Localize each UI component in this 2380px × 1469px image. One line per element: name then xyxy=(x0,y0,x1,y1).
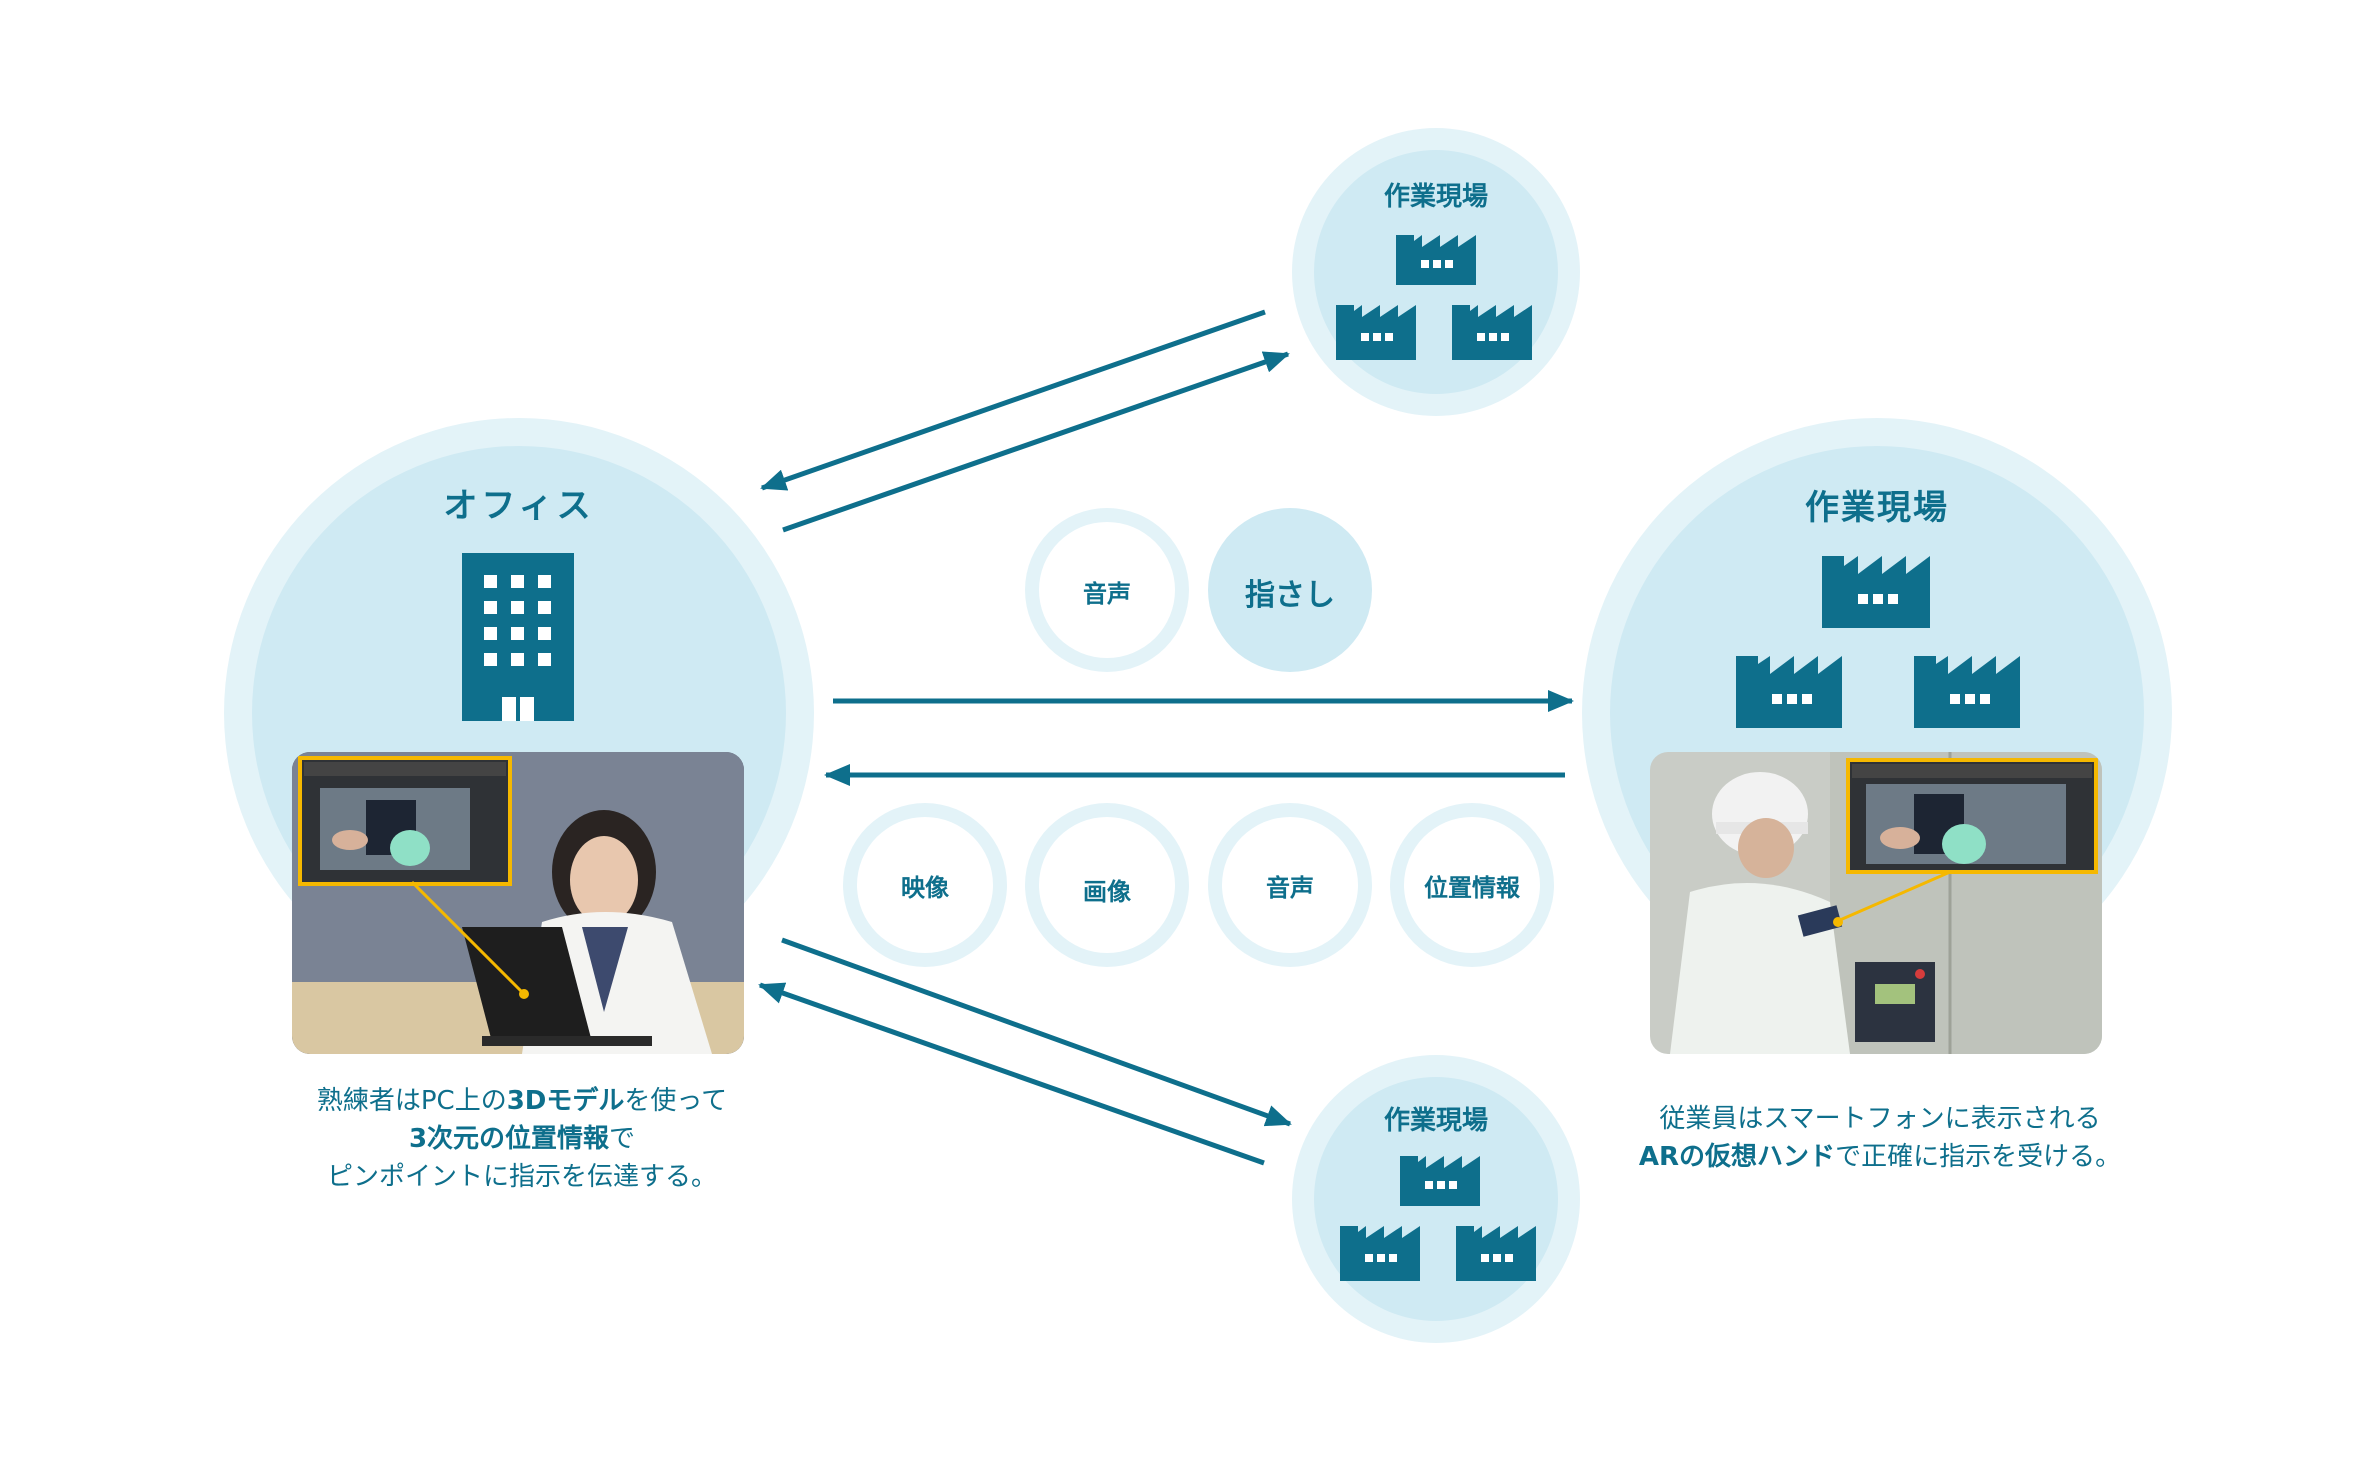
arrow-office-to-bottom xyxy=(781,937,1292,1127)
pill-label: 位置情報 xyxy=(1424,874,1520,902)
pill-location xyxy=(1390,803,1554,967)
pill-voice-lower xyxy=(1208,803,1372,967)
office-building-icon xyxy=(462,553,574,721)
pill-label: 指さし xyxy=(1245,578,1335,613)
site-top-title: 作業現場 xyxy=(1383,182,1488,212)
caption-text: 従業員はスマートフォンに表示される xyxy=(1659,1104,2101,1134)
pill-label: 映像 xyxy=(901,874,949,902)
office-caption: 熟練者はPC上の3Dモデルを使って 3次元の位置情報で ピンポイントに指示を伝達… xyxy=(222,1082,822,1196)
factory-icon xyxy=(1734,552,2024,732)
site-bottom-title: 作業現場 xyxy=(1383,1106,1488,1136)
caption-emphasis: ARの仮想ハンド xyxy=(1638,1142,1836,1172)
pill-pointing xyxy=(1208,508,1372,672)
arrow-bottom-to-office xyxy=(758,982,1265,1166)
pill-voice-upper xyxy=(1025,508,1189,672)
pill-label: 音声 xyxy=(1266,874,1314,902)
site-main-title: 作業現場 xyxy=(1805,488,1949,528)
pill-label: 音声 xyxy=(1083,580,1131,608)
arrow-office-to-top xyxy=(782,351,1290,533)
caption-text: ピンポイントに指示を伝達する。 xyxy=(326,1162,717,1192)
arrow-top-to-office xyxy=(760,309,1266,491)
caption-text: で正確に指示を受ける。 xyxy=(1835,1142,2122,1172)
pill-video xyxy=(843,803,1007,967)
site-photo xyxy=(1650,752,2102,1054)
caption-text: で xyxy=(609,1124,636,1154)
site-caption: 従業員はスマートフォンに表示される ARの仮想ハンドで正確に指示を受ける。 xyxy=(1580,1100,2180,1176)
factory-icon xyxy=(1336,225,1536,365)
caption-text: を使って xyxy=(624,1086,728,1116)
caption-text: 熟練者はPC上の xyxy=(316,1086,507,1116)
office-title: オフィス xyxy=(443,486,595,526)
office-photo xyxy=(292,752,744,1054)
caption-emphasis: 3次元の位置情報 xyxy=(408,1124,610,1154)
pill-label: 画像 xyxy=(1083,878,1131,906)
pill-image xyxy=(1025,803,1189,967)
factory-icon xyxy=(1340,1146,1540,1286)
caption-emphasis: 3Dモデル xyxy=(506,1086,625,1116)
